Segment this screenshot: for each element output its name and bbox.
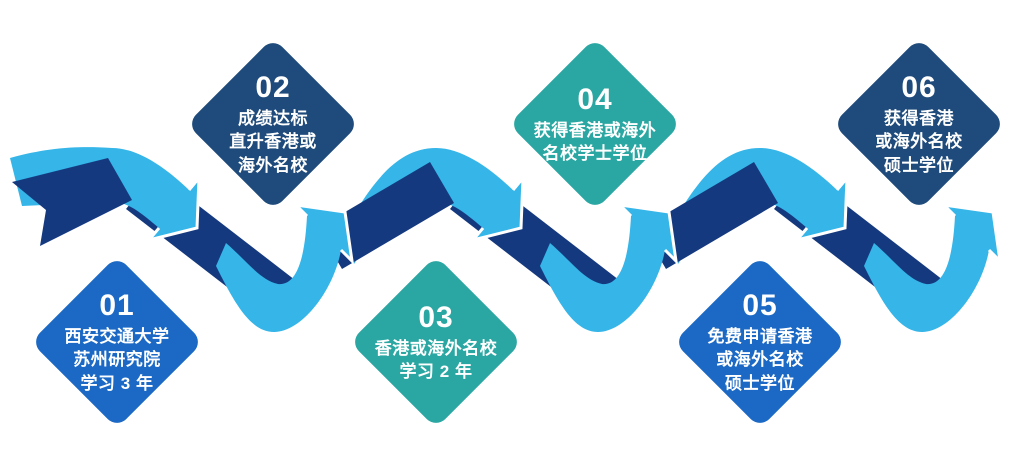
step-5-number: 05	[742, 288, 778, 322]
ribbon-valley-band-1	[216, 205, 352, 332]
ribbon-valley-band-3	[864, 205, 1000, 332]
step-1-diamond: 01 西安交通大学 苏州研究院 学习 3 年	[30, 255, 204, 429]
step-1-number: 01	[99, 288, 135, 322]
step-6-number: 06	[901, 70, 937, 104]
step-3-diamond: 03 香港或海外名校 学习 2 年	[349, 255, 523, 429]
step-5-diamond: 05 免费申请香港 或海外名校 硕士学位	[673, 255, 847, 429]
step-4-label: 获得香港或海外 名校学士学位	[533, 120, 657, 163]
step-2-diamond: 02 成绩达标 直升香港或 海外名校	[186, 37, 360, 211]
step-6-diamond: 06 获得香港 或海外名校 硕士学位	[832, 37, 1006, 211]
step-3-label: 香港或海外名校 学习 2 年	[374, 338, 498, 381]
step-4-number: 04	[577, 82, 613, 116]
step-5-label: 免费申请香港 或海外名校 硕士学位	[707, 326, 813, 393]
ribbon-valley-band-2	[540, 205, 676, 332]
step-6-label: 获得香港 或海外名校 硕士学位	[875, 108, 963, 175]
step-2-label: 成绩达标 直升香港或 海外名校	[229, 108, 317, 175]
step-4-diamond: 04 获得香港或海外 名校学士学位	[508, 37, 682, 211]
step-2-number: 02	[255, 70, 291, 104]
step-1-label: 西安交通大学 苏州研究院 学习 3 年	[64, 326, 170, 393]
step-3-number: 03	[418, 300, 454, 334]
